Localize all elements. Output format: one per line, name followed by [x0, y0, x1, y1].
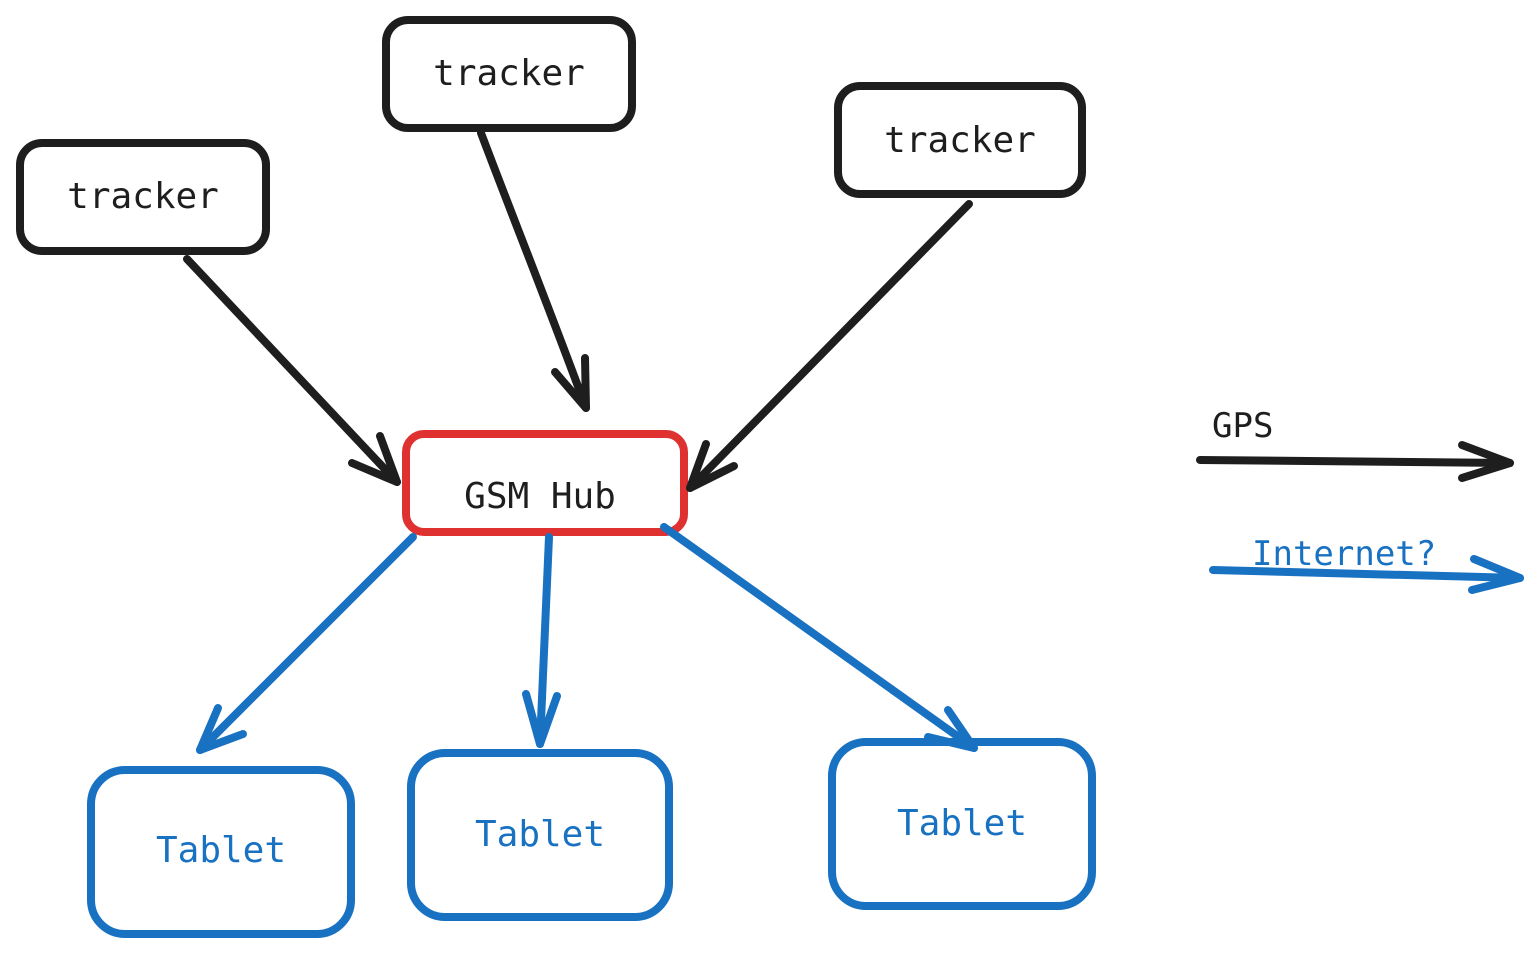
- internet-arrow-right: [660, 523, 978, 752]
- gsm-hub-border: [402, 430, 688, 536]
- gsm-hub-node[interactable]: GSM Hub: [402, 430, 688, 536]
- tracker-node-right-border: [834, 82, 1086, 198]
- tracker-node-center[interactable]: tracker: [382, 16, 636, 132]
- gsm-hub-label: GSM Hub: [464, 476, 616, 517]
- tracker-node-left[interactable]: tracker: [16, 139, 270, 255]
- internet-arrow-left: [196, 533, 417, 754]
- gps-arrow-left: [183, 255, 401, 486]
- tracker-node-left-border: [16, 139, 270, 255]
- legend-gps-label: GPS: [1212, 406, 1273, 446]
- legend-gps: GPS: [1196, 406, 1514, 482]
- gps-arrow-right: [686, 200, 973, 492]
- legend-internet-label: Internet?: [1252, 534, 1436, 574]
- legend-gps-arrowhead: [1458, 441, 1514, 482]
- tablet-node-right-label: Tablet: [897, 803, 1027, 844]
- gps-arrow-center: [477, 129, 590, 412]
- internet-arrow-center: [522, 533, 561, 748]
- tablet-node-right[interactable]: Tablet: [828, 738, 1096, 910]
- tablet-node-left[interactable]: Tablet: [87, 766, 355, 938]
- legend-internet-arrow: [1209, 566, 1524, 582]
- tablet-node-left-label: Tablet: [156, 830, 286, 871]
- tracker-node-left-label: tracker: [67, 176, 219, 217]
- tracker-node-center-label: tracker: [433, 53, 585, 94]
- legend: GPS Internet?: [1196, 406, 1524, 594]
- tracker-node-right-label: tracker: [884, 120, 1036, 161]
- tablet-node-center-label: Tablet: [475, 814, 605, 855]
- legend-gps-arrow: [1196, 456, 1514, 467]
- tablet-node-center-border: [407, 749, 673, 921]
- legend-internet: Internet?: [1209, 534, 1524, 594]
- tracker-node-center-border: [382, 16, 636, 132]
- tracker-node-right[interactable]: tracker: [834, 82, 1086, 198]
- tablet-node-left-border: [87, 766, 355, 938]
- tablet-node-center[interactable]: Tablet: [407, 749, 673, 921]
- legend-internet-arrowhead: [1468, 555, 1524, 594]
